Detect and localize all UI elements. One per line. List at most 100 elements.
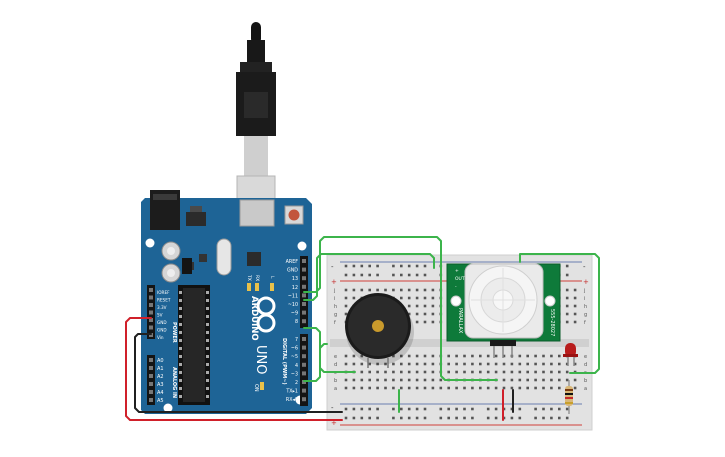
breadboard-hole[interactable] [573, 386, 577, 390]
breadboard-rail-hole[interactable] [565, 416, 569, 420]
breadboard-hole[interactable] [415, 362, 419, 366]
breadboard-rail-hole[interactable] [565, 273, 569, 277]
breadboard-hole[interactable] [344, 312, 348, 316]
breadboard-hole[interactable] [360, 362, 364, 366]
header-pin[interactable] [149, 303, 153, 307]
breadboard-hole[interactable] [415, 370, 419, 374]
header-pin[interactable] [149, 374, 153, 378]
breadboard-hole[interactable] [471, 386, 474, 390]
breadboard-hole[interactable] [368, 370, 371, 374]
breadboard-rail-hole[interactable] [407, 264, 411, 268]
breadboard-hole[interactable] [431, 362, 435, 366]
breadboard-hole[interactable] [431, 288, 435, 292]
breadboard-hole[interactable] [479, 386, 482, 390]
breadboard-hole[interactable] [518, 362, 522, 366]
header-pin[interactable] [302, 337, 306, 341]
breadboard-hole[interactable] [479, 370, 482, 374]
breadboard-hole[interactable] [423, 288, 427, 292]
breadboard-rail-hole[interactable] [518, 407, 522, 411]
breadboard-hole[interactable] [423, 386, 427, 390]
header-pin[interactable] [149, 390, 153, 394]
breadboard-hole[interactable] [518, 354, 522, 358]
breadboard-rail-hole[interactable] [400, 264, 403, 268]
breadboard-rail-hole[interactable] [565, 407, 569, 411]
breadboard-rail-hole[interactable] [439, 407, 443, 411]
breadboard-hole[interactable] [344, 386, 348, 390]
breadboard-hole[interactable] [510, 362, 514, 366]
breadboard-hole[interactable] [439, 378, 443, 382]
breadboard-hole[interactable] [565, 288, 569, 292]
breadboard-rail-hole[interactable] [415, 407, 419, 411]
breadboard-hole[interactable] [384, 370, 387, 374]
breadboard-hole[interactable] [447, 362, 450, 366]
header-pin[interactable] [302, 388, 306, 393]
breadboard-hole[interactable] [407, 370, 411, 374]
header-pin[interactable] [302, 371, 306, 376]
breadboard-rail-hole[interactable] [400, 407, 403, 411]
breadboard-rail-hole[interactable] [352, 416, 356, 420]
breadboard-rail-hole[interactable] [558, 407, 561, 411]
breadboard-hole[interactable] [376, 378, 379, 382]
breadboard-rail-hole[interactable] [510, 407, 514, 411]
breadboard-rail-hole[interactable] [423, 407, 427, 411]
breadboard-hole[interactable] [526, 386, 529, 390]
breadboard-hole[interactable] [400, 386, 403, 390]
breadboard-rail-hole[interactable] [494, 416, 498, 420]
breadboard-hole[interactable] [573, 312, 577, 316]
breadboard-hole[interactable] [344, 378, 348, 382]
breadboard-hole[interactable] [558, 378, 561, 382]
breadboard-hole[interactable] [447, 370, 450, 374]
breadboard-hole[interactable] [550, 370, 553, 374]
breadboard-hole[interactable] [526, 370, 529, 374]
breadboard-hole[interactable] [431, 304, 435, 308]
breadboard-hole[interactable] [423, 370, 427, 374]
breadboard-hole[interactable] [565, 304, 569, 308]
breadboard-hole[interactable] [565, 370, 569, 374]
breadboard-hole[interactable] [384, 386, 387, 390]
breadboard-hole[interactable] [573, 296, 577, 300]
breadboard-rail-hole[interactable] [486, 416, 490, 420]
breadboard-hole[interactable] [534, 354, 537, 358]
breadboard-hole[interactable] [463, 354, 466, 358]
breadboard-rail-hole[interactable] [407, 273, 411, 277]
breadboard-hole[interactable] [407, 386, 411, 390]
breadboard-rail-hole[interactable] [400, 416, 403, 420]
header-pin[interactable] [149, 358, 153, 362]
breadboard-hole[interactable] [518, 370, 522, 374]
header-pin[interactable] [302, 319, 306, 324]
breadboard-hole[interactable] [431, 296, 435, 300]
breadboard-hole[interactable] [565, 378, 569, 382]
breadboard-hole[interactable] [439, 386, 443, 390]
breadboard-hole[interactable] [502, 362, 506, 366]
header-pin[interactable] [149, 382, 153, 386]
breadboard-hole[interactable] [376, 288, 379, 292]
breadboard-hole[interactable] [352, 386, 356, 390]
breadboard-hole[interactable] [415, 378, 419, 382]
breadboard-rail-hole[interactable] [376, 407, 379, 411]
breadboard-hole[interactable] [423, 312, 427, 316]
header-pin[interactable] [149, 366, 153, 370]
header-pin[interactable] [302, 293, 306, 298]
breadboard-rail-hole[interactable] [550, 416, 553, 420]
breadboard-rail-hole[interactable] [423, 264, 427, 268]
breadboard-rail-hole[interactable] [542, 416, 545, 420]
breadboard-rail-hole[interactable] [565, 264, 569, 268]
breadboard-hole[interactable] [360, 288, 364, 292]
breadboard-rail-hole[interactable] [471, 407, 474, 411]
breadboard-hole[interactable] [526, 362, 529, 366]
header-pin[interactable] [302, 345, 306, 350]
breadboard-rail-hole[interactable] [494, 407, 498, 411]
breadboard-rail-hole[interactable] [376, 264, 379, 268]
breadboard-hole[interactable] [415, 288, 419, 292]
breadboard-rail-hole[interactable] [407, 407, 411, 411]
breadboard-hole[interactable] [352, 354, 356, 358]
breadboard-hole[interactable] [463, 370, 466, 374]
breadboard-hole[interactable] [542, 362, 545, 366]
breadboard-hole[interactable] [344, 296, 348, 300]
breadboard-rail-hole[interactable] [455, 407, 458, 411]
breadboard-hole[interactable] [550, 378, 553, 382]
breadboard-rail-hole[interactable] [415, 273, 419, 277]
breadboard-rail-hole[interactable] [352, 407, 356, 411]
breadboard-hole[interactable] [384, 378, 387, 382]
breadboard-hole[interactable] [407, 304, 411, 308]
